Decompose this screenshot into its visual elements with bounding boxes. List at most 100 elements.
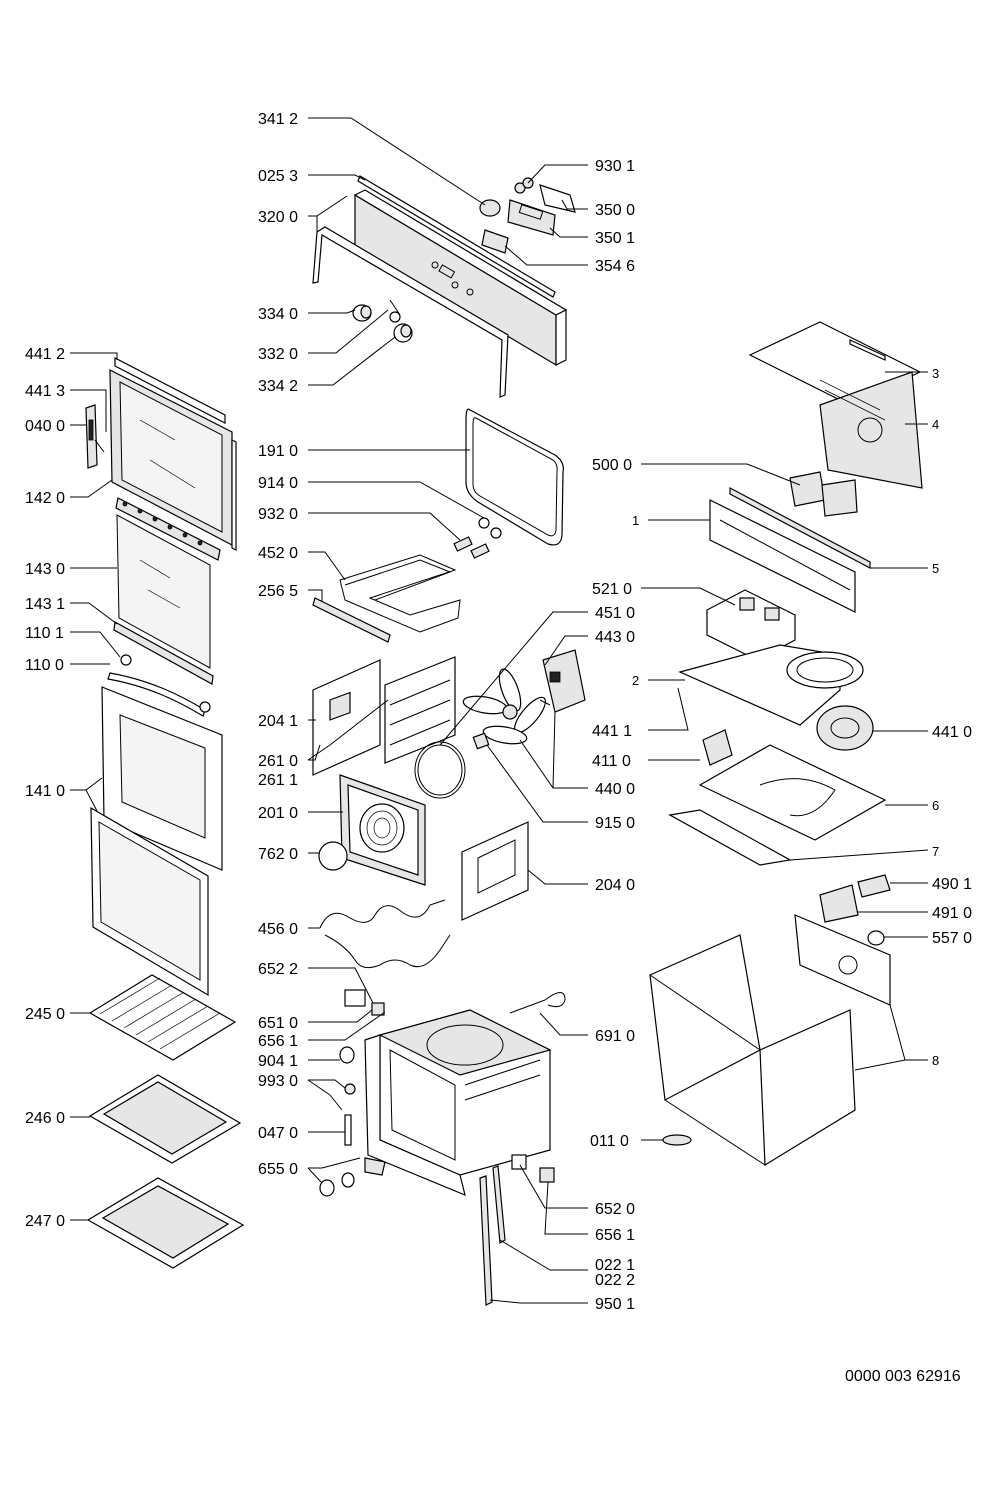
label-256-5: 256 5 xyxy=(258,583,298,600)
label-914-0: 914 0 xyxy=(258,475,298,492)
label-993-0: 993 0 xyxy=(258,1073,298,1090)
label-7: 7 xyxy=(932,844,939,859)
grill-element xyxy=(312,554,461,643)
control-board-housing xyxy=(789,471,858,517)
lamp-parts xyxy=(319,1046,386,1197)
label-022-2: 022 2 xyxy=(595,1272,635,1289)
label-341-2: 341 2 xyxy=(258,111,298,128)
part-labels: 341 2 025 3 320 0 334 0 332 0 334 2 930 … xyxy=(25,111,972,1385)
display-window xyxy=(481,229,509,254)
drawing-number: 0000 003 62916 xyxy=(845,1368,961,1385)
label-441-3: 441 3 xyxy=(25,383,65,400)
label-1: 1 xyxy=(632,513,639,528)
tangential-fan-assembly xyxy=(678,644,874,751)
label-261-0: 261 0 xyxy=(258,753,298,770)
leader-lines xyxy=(70,117,929,1304)
label-651-0: 651 0 xyxy=(258,1015,298,1032)
label-247-0: 247 0 xyxy=(25,1213,65,1230)
label-143-1: 143 1 xyxy=(25,596,65,613)
cabinet-housing xyxy=(649,914,891,1167)
label-245-0: 245 0 xyxy=(25,1006,65,1023)
label-261-1: 261 1 xyxy=(258,772,298,789)
deep-tray xyxy=(86,1177,245,1269)
label-915-0: 915 0 xyxy=(595,815,635,832)
label-691-0: 691 0 xyxy=(595,1028,635,1045)
label-110-0: 110 0 xyxy=(25,657,64,674)
oven-cavity xyxy=(364,1009,552,1197)
control-knobs xyxy=(352,299,413,343)
right-runner xyxy=(461,821,529,921)
label-246-0: 246 0 xyxy=(25,1110,65,1127)
label-011-0: 011 0 xyxy=(590,1133,629,1150)
label-332-0: 332 0 xyxy=(258,346,298,363)
label-141-0: 141 0 xyxy=(25,783,65,800)
control-panel-fascia xyxy=(312,175,568,398)
label-441-1: 441 1 xyxy=(592,723,632,740)
oven-door-frame xyxy=(109,357,237,561)
label-6: 6 xyxy=(932,798,939,813)
label-8: 8 xyxy=(932,1053,939,1068)
fan-blade xyxy=(462,668,547,745)
label-204-1: 204 1 xyxy=(258,713,298,730)
label-452-0: 452 0 xyxy=(258,545,298,562)
door-seal xyxy=(465,408,564,546)
label-354-6: 354 6 xyxy=(595,258,635,275)
label-201-0: 201 0 xyxy=(258,805,298,822)
label-930-1: 930 1 xyxy=(595,158,635,175)
side-runners xyxy=(312,656,456,776)
fan-motor xyxy=(539,649,586,713)
bottom-heating-element xyxy=(319,899,451,969)
label-2: 2 xyxy=(632,673,639,688)
label-334-2: 334 2 xyxy=(258,378,298,395)
electronic-board xyxy=(706,589,796,661)
label-320-0: 320 0 xyxy=(258,209,298,226)
top-cover xyxy=(748,321,923,489)
label-762-0: 762 0 xyxy=(258,846,298,863)
label-025-3: 025 3 xyxy=(258,168,298,185)
label-652-2: 652 2 xyxy=(258,961,298,978)
label-521-0: 521 0 xyxy=(592,581,632,598)
label-441-0: 441 0 xyxy=(932,724,972,741)
label-656-1: 656 1 xyxy=(258,1033,298,1050)
label-3: 3 xyxy=(932,366,939,381)
label-456-0: 456 0 xyxy=(258,921,298,938)
cavity-seal-strips xyxy=(479,1165,506,1306)
switch-411 xyxy=(702,729,733,766)
label-441-2: 441 2 xyxy=(25,346,65,363)
rear-modules xyxy=(819,874,891,946)
label-656-1b: 656 1 xyxy=(595,1227,635,1244)
label-950-1: 950 1 xyxy=(595,1296,635,1313)
rear-fan-cover xyxy=(339,774,426,886)
inner-door-glass xyxy=(116,514,211,669)
control-fascia-frame xyxy=(709,487,871,613)
bottom-plate xyxy=(668,744,887,866)
label-652-0: 652 0 xyxy=(595,1201,635,1218)
label-047-0: 047 0 xyxy=(258,1125,298,1142)
label-655-0: 655 0 xyxy=(258,1161,298,1178)
label-440-0: 440 0 xyxy=(595,781,635,798)
label-451-0: 451 0 xyxy=(595,605,635,622)
label-022-1: 022 1 xyxy=(595,1257,635,1274)
switch-terminals xyxy=(511,1154,555,1183)
terminal-block xyxy=(344,989,385,1016)
oven-rack xyxy=(88,974,237,1061)
label-904-1: 904 1 xyxy=(258,1053,298,1070)
adjustable-foot xyxy=(662,1134,692,1146)
outer-door-panel xyxy=(90,686,223,997)
label-350-1: 350 1 xyxy=(595,230,635,247)
label-040-0: 040 0 xyxy=(25,418,65,435)
door-handle xyxy=(107,654,211,717)
label-350-0: 350 0 xyxy=(595,202,635,219)
timer-module xyxy=(507,177,576,236)
label-143-0: 143 0 xyxy=(25,561,65,578)
label-932-0: 932 0 xyxy=(258,506,298,523)
temperature-probe xyxy=(509,992,566,1014)
label-334-0: 334 0 xyxy=(258,306,298,323)
label-491-0: 491 0 xyxy=(932,905,972,922)
emblem-disc xyxy=(479,199,501,217)
lamp-cover xyxy=(318,841,348,871)
label-191-0: 191 0 xyxy=(258,443,298,460)
label-490-1: 490 1 xyxy=(932,876,972,893)
door-hinge xyxy=(85,404,105,469)
